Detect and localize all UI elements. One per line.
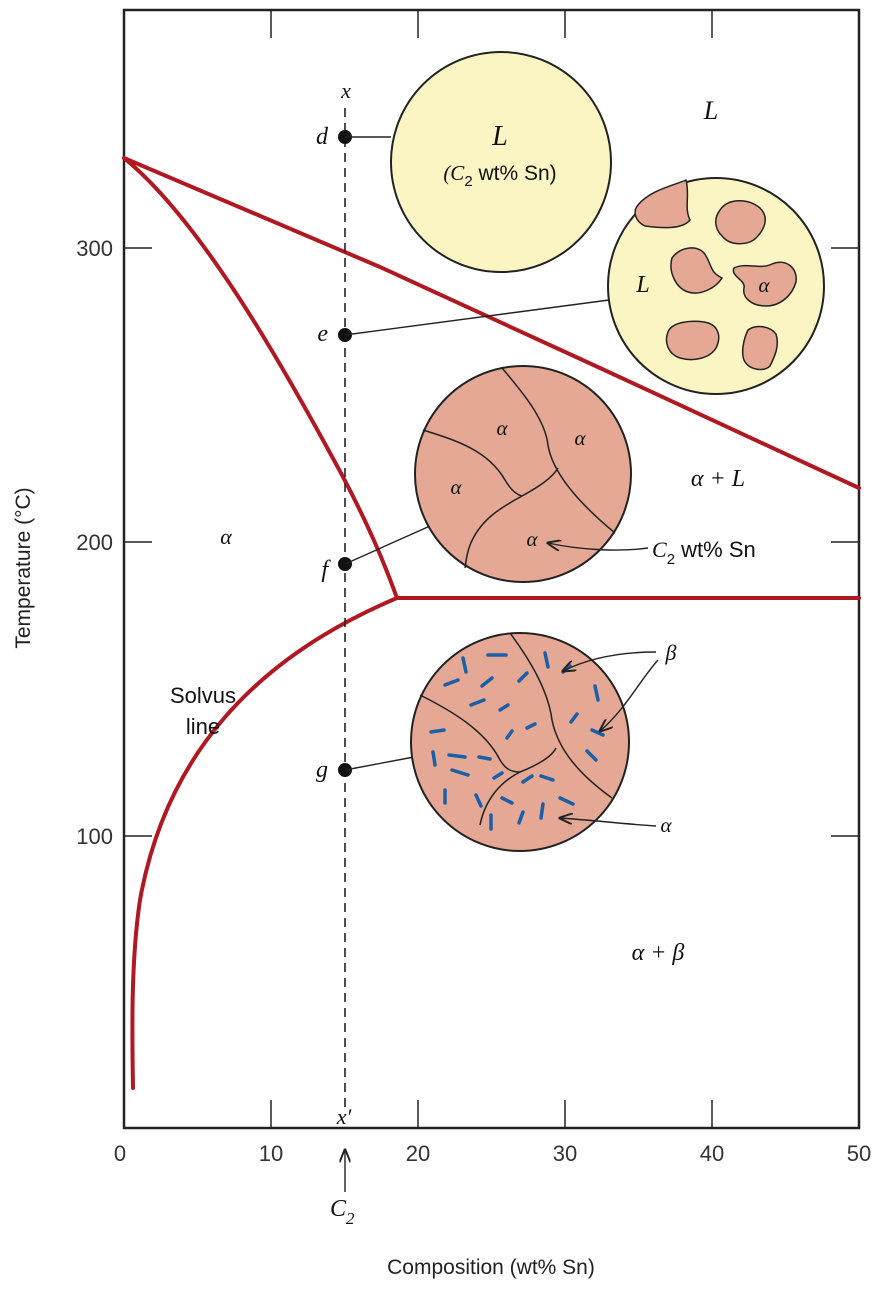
y-tick-label-100: 100 bbox=[76, 824, 113, 849]
plot-frame bbox=[122, 8, 861, 1130]
solvus-label-line1: Solvus bbox=[170, 683, 236, 708]
x-tick-label-30: 30 bbox=[553, 1141, 577, 1166]
circle-d-comp-sub: 2 bbox=[464, 173, 472, 190]
circle-d-comp-suffix: wt% Sn) bbox=[473, 162, 557, 185]
point-e-label: e bbox=[317, 321, 328, 347]
c2-letter: C bbox=[330, 1196, 347, 1222]
circle-f-callout-sub: 2 bbox=[667, 551, 675, 568]
circle-g-beta-arrow-2 bbox=[600, 659, 659, 731]
point-f-label: f bbox=[321, 557, 331, 583]
x-tick-label-20: 20 bbox=[406, 1141, 430, 1166]
circle-f-callout: C2 wt% Sn bbox=[652, 537, 756, 568]
region-label-L: L bbox=[703, 96, 718, 125]
region-label-alpha-L: α + L bbox=[691, 466, 745, 492]
circle-g-alpha-label: α bbox=[660, 813, 672, 837]
circle-f-grain-1: α bbox=[496, 416, 508, 440]
phase-boundaries bbox=[122, 156, 861, 1090]
x-tick-label-40: 40 bbox=[700, 1141, 724, 1166]
liquidus-line bbox=[122, 156, 861, 490]
c2-composition-marker: C2 bbox=[330, 1150, 355, 1228]
circle-d-composition: (C2 wt% Sn) bbox=[443, 161, 556, 190]
y-tick-label-300: 300 bbox=[76, 236, 113, 261]
circle-g-beta-arrow-1 bbox=[563, 651, 657, 671]
circle-f-grain-3: α bbox=[450, 475, 462, 499]
circle-e-alpha-label: α bbox=[758, 273, 770, 297]
beta-particles bbox=[429, 651, 605, 831]
c2-subscript: 2 bbox=[346, 1209, 355, 1228]
circle-e-liquid-label: L bbox=[635, 272, 649, 298]
solvus-line bbox=[130, 596, 399, 1090]
microstructure-e: L α bbox=[607, 177, 825, 395]
y-axis-title: Temperature (°C) bbox=[12, 487, 35, 648]
svg-text:C2: C2 bbox=[330, 1196, 355, 1228]
microstructure-f: α α α α C2 wt% Sn bbox=[414, 365, 756, 583]
circle-f-callout-c: C bbox=[652, 537, 667, 562]
region-label-alpha: α bbox=[220, 524, 232, 549]
point-e: e bbox=[317, 321, 352, 347]
point-f: f bbox=[321, 557, 352, 583]
x-tick-label-10: 10 bbox=[259, 1141, 283, 1166]
circle-g-alpha-arrow bbox=[560, 818, 657, 827]
region-label-alpha-beta: α + β bbox=[632, 940, 685, 966]
y-tick-label-200: 200 bbox=[76, 530, 113, 555]
x-tick-label-50: 50 bbox=[847, 1141, 871, 1166]
circle-f-grain-4: α bbox=[526, 527, 538, 551]
circle-d-comp-prefix: (C bbox=[443, 161, 465, 185]
solidus-line bbox=[122, 156, 399, 600]
point-g-label: g bbox=[316, 757, 328, 783]
circle-f-grain-2: α bbox=[574, 426, 586, 450]
y-ticks bbox=[124, 247, 859, 837]
microstructure-g: β α bbox=[410, 632, 677, 852]
x-ticks bbox=[270, 10, 713, 1128]
leader-lines bbox=[344, 136, 610, 771]
circle-g-beta-label: β bbox=[665, 640, 677, 665]
label-x-top: x bbox=[340, 78, 351, 103]
point-d-label: d bbox=[316, 124, 329, 150]
circle-d-phase-label: L bbox=[491, 121, 508, 152]
circle-f-callout-arrow bbox=[548, 543, 649, 550]
microstructure-d: L (C2 wt% Sn) bbox=[390, 51, 612, 273]
circle-f-callout-suffix: wt% Sn bbox=[675, 537, 756, 562]
x-tick-label-0: 0 bbox=[114, 1141, 126, 1166]
x-axis-title: Composition (wt% Sn) bbox=[387, 1256, 595, 1279]
label-x-prime: x′ bbox=[336, 1104, 353, 1129]
solvus-label-line2: line bbox=[186, 714, 220, 739]
